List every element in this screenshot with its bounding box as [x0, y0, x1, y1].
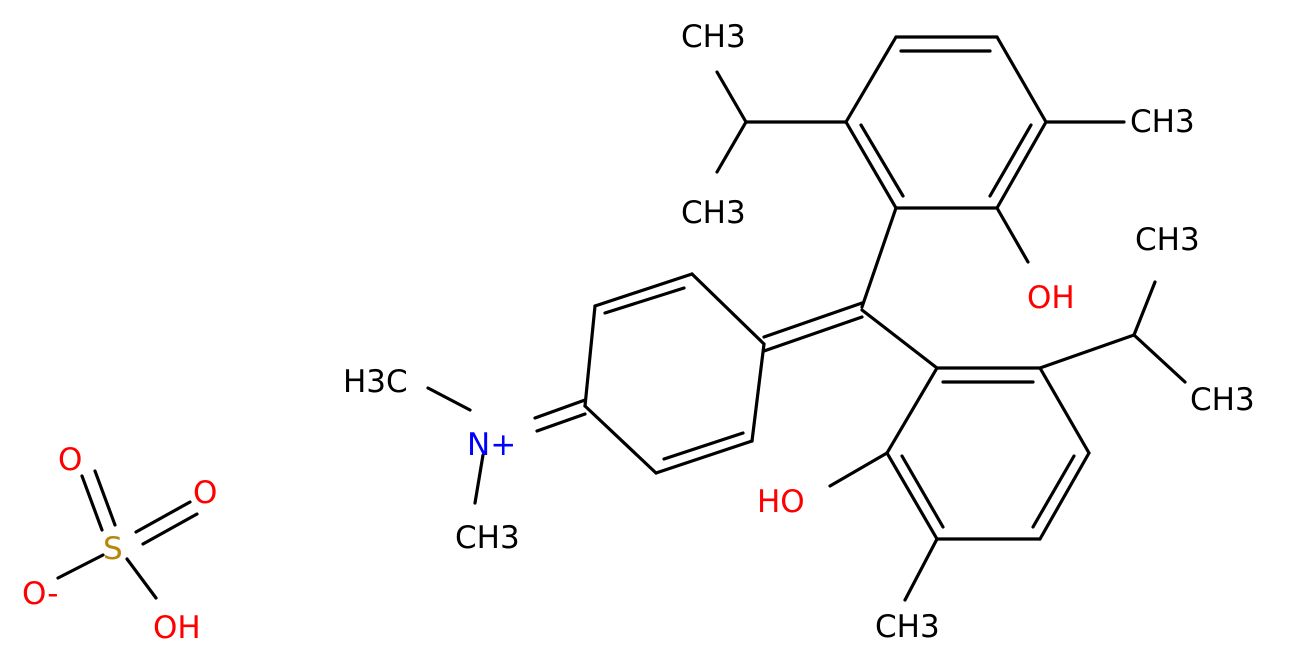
label-text: CH3	[1190, 382, 1255, 418]
atom-label-ch3-top: CH3	[681, 19, 746, 55]
bond	[995, 206, 1030, 264]
bond	[93, 469, 117, 527]
label-text: O	[193, 475, 217, 511]
bond	[1132, 280, 1157, 337]
quinoid-ring	[583, 272, 766, 475]
exocyclic-double-bond	[762, 301, 864, 339]
label-text: O	[58, 442, 82, 478]
double-bond-inner	[603, 286, 686, 315]
bond	[844, 35, 898, 124]
label-text: HO	[757, 484, 805, 520]
svg-text:CH3: CH3	[875, 609, 940, 645]
bond	[125, 557, 158, 600]
label-text: CH3	[455, 520, 520, 556]
bond	[844, 120, 898, 210]
double-bond-inner	[900, 454, 945, 529]
bond	[1038, 451, 1091, 541]
lower-phenol-ring	[860, 308, 1091, 541]
atom-label-sulfate-s: S	[103, 531, 123, 567]
svg-text:H3C: H3C	[343, 364, 408, 400]
label-text: OH	[1027, 280, 1075, 316]
bond	[828, 451, 889, 488]
exocyclic-double-bond	[762, 315, 864, 353]
double-bond-inner	[662, 431, 745, 461]
atom-label-sulfate-o-right: O	[193, 475, 217, 511]
atom-label-ch3-right-lower: CH3	[1190, 382, 1255, 418]
iminium-double-bond	[535, 412, 587, 433]
label-text: CH3	[681, 195, 746, 231]
atom-label-sulfate-o-top: O	[58, 442, 82, 478]
atom-label-sulfate-o-minus: O-	[22, 576, 58, 612]
bond	[715, 120, 748, 174]
bond	[715, 70, 748, 124]
bond	[995, 120, 1048, 210]
atom-label-ch3-bottom: CH3	[875, 609, 940, 645]
svg-text:CH3: CH3	[455, 520, 520, 556]
atom-label-h3c-left: H3C	[343, 364, 408, 400]
atom-label-sulfate-oh: OH	[153, 610, 201, 646]
svg-text:O-: O-	[22, 576, 58, 612]
hydrogen-sulfate-ion	[56, 469, 199, 600]
label-text: CH3	[1135, 222, 1200, 258]
label-text: CH3	[1130, 104, 1195, 140]
double-bond-inner	[859, 123, 905, 198]
label-text: OH	[153, 610, 201, 646]
lower-isopropyl	[1038, 280, 1187, 384]
bond	[860, 308, 939, 370]
atom-label-ch3-n-lower: CH3	[455, 520, 520, 556]
svg-text:CH3: CH3	[1190, 382, 1255, 418]
label-text: H3C	[343, 364, 408, 400]
atom-label-ch3-right-upper: CH3	[1135, 222, 1200, 258]
svg-text:N+: N+	[467, 427, 516, 463]
label-text: CH3	[875, 609, 940, 645]
bond	[903, 537, 939, 602]
bond	[1132, 333, 1187, 384]
bond	[995, 35, 1048, 124]
upper-phenol-ring	[844, 35, 1048, 210]
bond	[583, 304, 597, 408]
atom-label-ch3-top-right: CH3	[1130, 104, 1195, 140]
bond	[860, 206, 898, 309]
svg-text:CH3: CH3	[681, 195, 746, 231]
bond	[1038, 366, 1091, 455]
svg-text:HO: HO	[757, 484, 805, 520]
svg-text:S: S	[103, 531, 123, 567]
svg-text:CH3: CH3	[1135, 222, 1200, 258]
svg-text:O: O	[58, 442, 82, 478]
bond	[885, 451, 939, 541]
label-text: S	[103, 531, 123, 567]
label-text: CH3	[681, 19, 746, 55]
svg-text:CH3: CH3	[681, 19, 746, 55]
upper-isopropyl	[715, 70, 848, 174]
bond	[885, 366, 939, 455]
label-text: O-	[22, 576, 58, 612]
double-bond-inner	[988, 123, 1033, 198]
bond	[141, 512, 199, 546]
bond	[750, 342, 766, 443]
bond	[473, 453, 485, 505]
bond	[583, 404, 658, 475]
bond	[56, 553, 105, 580]
bond	[80, 474, 104, 532]
label-text: N+	[467, 427, 516, 463]
atom-label-oh-upper: OH	[1027, 280, 1075, 316]
bond	[134, 500, 192, 534]
svg-text:O: O	[193, 475, 217, 511]
atom-label-ch3-mid-left: CH3	[681, 195, 746, 231]
bond	[690, 272, 766, 346]
atom-label-ho-lower: HO	[757, 484, 805, 520]
atom-label-n-plus: N+	[467, 427, 516, 463]
bond	[426, 386, 472, 412]
iminium-double-bond	[533, 398, 587, 420]
bond	[654, 439, 754, 475]
bond	[1038, 333, 1136, 370]
bond	[593, 272, 694, 308]
svg-text:OH: OH	[153, 610, 201, 646]
svg-text:OH: OH	[1027, 280, 1075, 316]
svg-text:CH3: CH3	[1130, 104, 1195, 140]
double-bond-inner	[1031, 454, 1076, 529]
